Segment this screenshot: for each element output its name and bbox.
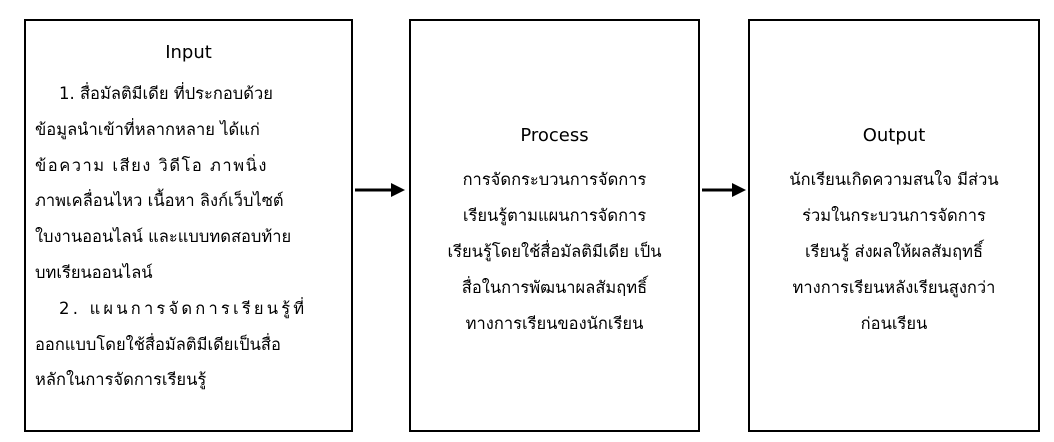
process-line: เรียนรู้ตามแผนการจัดการ bbox=[462, 206, 647, 225]
output-line: นักเรียนเกิดความสนใจ มีส่วน bbox=[789, 170, 999, 189]
process-title: Process bbox=[520, 125, 589, 146]
output-line: ร่วมในกระบวนการจัดการ bbox=[802, 206, 986, 225]
input-line: ออกแบบโดยใช้สื่อมัลติมีเดียเป็นสื่อ bbox=[35, 334, 281, 354]
input-line: หลักในการจัดการเรียนรู้ bbox=[35, 370, 207, 390]
input-line: ข้อความ เสียง วิดีโอ ภาพนิ่ง bbox=[35, 155, 268, 175]
input-line: บทเรียนออนไลน์ bbox=[35, 262, 153, 282]
output-box: Output นักเรียนเกิดความสนใจ มีส่วน ร่วมใ… bbox=[748, 19, 1040, 432]
arrow-process-to-output bbox=[702, 183, 746, 197]
output-line: เรียนรู้ ส่งผลให้ผลสัมฤทธิ์ bbox=[804, 242, 984, 261]
input-line: 2. แผนการจัดการเรียนรู้ที่ bbox=[59, 298, 308, 318]
input-text: 1. สื่อมัลติมีเดีย ที่ประกอบด้วย ข้อมูลน… bbox=[35, 76, 345, 398]
output-line: ก่อนเรียน bbox=[860, 314, 928, 333]
process-line: ทางการเรียนของนักเรียน bbox=[465, 314, 644, 333]
input-line: ใบงานออนไลน์ และแบบทดสอบท้าย bbox=[35, 227, 292, 247]
process-text: การจัดกระบวนการจัดการ เรียนรู้ตามแผนการจ… bbox=[411, 162, 698, 342]
input-title: Input bbox=[165, 42, 212, 63]
input-line: ข้อมูลนำเข้าที่หลากหลาย ได้แก่ bbox=[35, 119, 260, 139]
input-line: ภาพเคลื่อนไหว เนื้อหา ลิงก์เว็บไซต์ bbox=[35, 191, 284, 211]
process-box: Process การจัดกระบวนการจัดการ เรียนรู้ตา… bbox=[409, 19, 700, 432]
input-box: Input 1. สื่อมัลติมีเดีย ที่ประกอบด้วย ข… bbox=[24, 19, 353, 432]
process-line: เรียนรู้โดยใช้สื่อมัลติมีเดีย เป็น bbox=[447, 242, 662, 261]
input-line: 1. สื่อมัลติมีเดีย ที่ประกอบด้วย bbox=[59, 84, 273, 103]
output-line: ทางการเรียนหลังเรียนสูงกว่า bbox=[792, 278, 996, 297]
output-title: Output bbox=[862, 125, 926, 146]
arrow-input-to-process bbox=[355, 183, 405, 197]
output-text: นักเรียนเกิดความสนใจ มีส่วน ร่วมในกระบวน… bbox=[750, 162, 1038, 342]
process-line: การจัดกระบวนการจัดการ bbox=[462, 170, 647, 189]
process-line: สื่อในการพัฒนาผลสัมฤทธิ์ bbox=[461, 278, 648, 297]
